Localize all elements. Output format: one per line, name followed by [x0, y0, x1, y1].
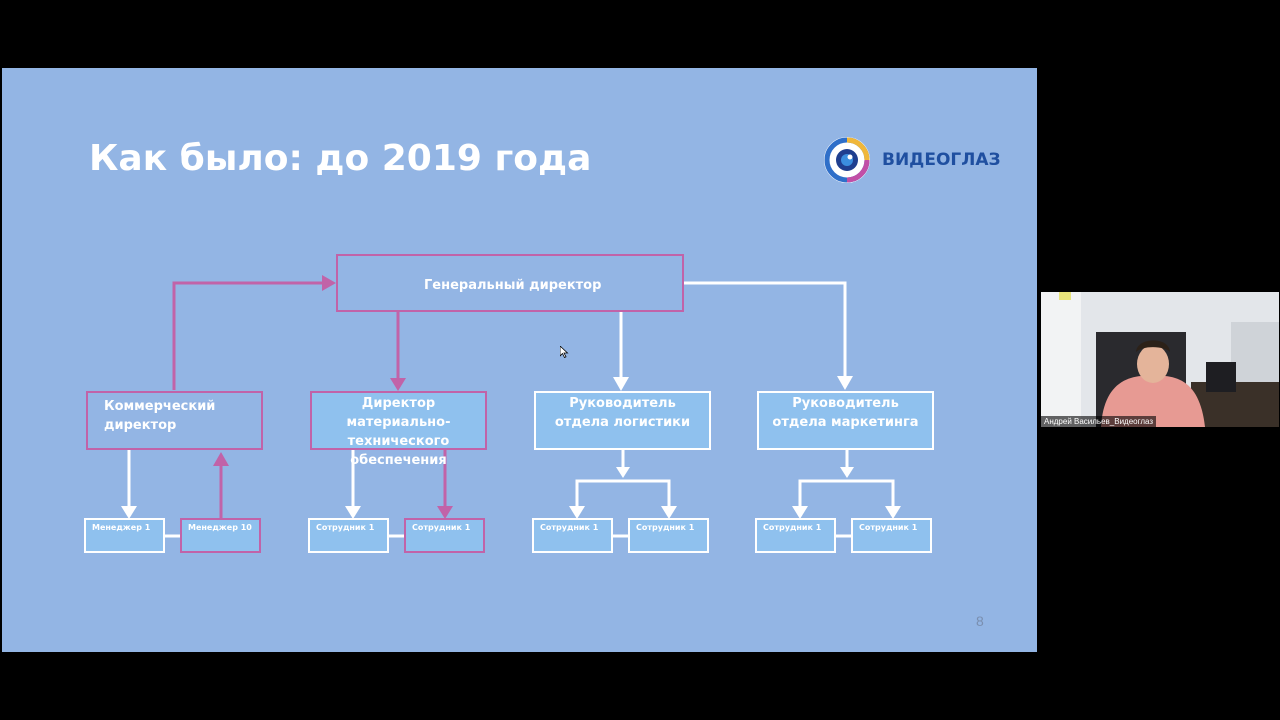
staff-box: Сотрудник 1	[628, 518, 709, 553]
slide-title: Как было: до 2019 года	[89, 138, 592, 179]
company-logo: ВИДЕОГЛАЗ	[822, 135, 1012, 185]
manager-label: Директор материально-технического обеспе…	[346, 396, 451, 468]
manager-label: Коммерческий директор	[104, 399, 216, 433]
staff-label: Сотрудник 1	[412, 523, 471, 532]
manager-label: Руководитель отдела маркетинга	[772, 396, 919, 430]
webcam-video-tile[interactable]: Андрей Васильев_Видеоглаз	[1041, 292, 1279, 427]
white-connectors	[127, 281, 895, 538]
staff-box: Сотрудник 1	[755, 518, 836, 553]
manager-label: Руководитель отдела логистики	[554, 396, 691, 430]
staff-box: Сотрудник 1	[308, 518, 389, 553]
white-arrowheads	[121, 376, 901, 519]
staff-label: Сотрудник 1	[636, 523, 695, 532]
staff-label: Сотрудник 1	[540, 523, 599, 532]
logistics-head-box: Руководитель отдела логистики	[534, 391, 711, 450]
participant-name: Андрей Васильев_Видеоглаз	[1041, 416, 1157, 427]
commercial-director-box: Коммерческий директор	[86, 391, 263, 450]
org-chart-connectors	[121, 275, 901, 538]
mouse-pointer-icon	[560, 346, 569, 358]
logistics-supply-director-box: Директор материально-технического обеспе…	[310, 391, 487, 468]
ceo-label: Генеральный директор	[424, 278, 602, 293]
pink-arrowheads	[213, 275, 453, 519]
staff-box: Менеджер 10	[180, 518, 261, 553]
staff-label: Менеджер 1	[92, 523, 151, 532]
staff-box: Сотрудник 1	[532, 518, 613, 553]
ceo-box: Генеральный директор	[336, 254, 684, 312]
staff-label: Сотрудник 1	[763, 523, 822, 532]
slide-number: 8	[976, 613, 984, 629]
presentation-slide: Как было: до 2019 года ВИДЕОГЛАЗ Генерал…	[2, 68, 1037, 652]
marketing-head-box: Руководитель отдела маркетинга	[757, 391, 934, 450]
staff-box: Сотрудник 1	[851, 518, 932, 553]
staff-box: Менеджер 1	[84, 518, 165, 553]
staff-label: Менеджер 10	[188, 523, 252, 532]
webcam-video-frame	[1041, 292, 1279, 427]
staff-box: Сотрудник 1	[404, 518, 485, 553]
staff-label: Сотрудник 1	[316, 523, 375, 532]
logo-eye-icon	[824, 137, 870, 183]
logo-text: ВИДЕОГЛАЗ	[882, 150, 1001, 170]
pink-connectors	[172, 281, 447, 518]
staff-label: Сотрудник 1	[859, 523, 918, 532]
